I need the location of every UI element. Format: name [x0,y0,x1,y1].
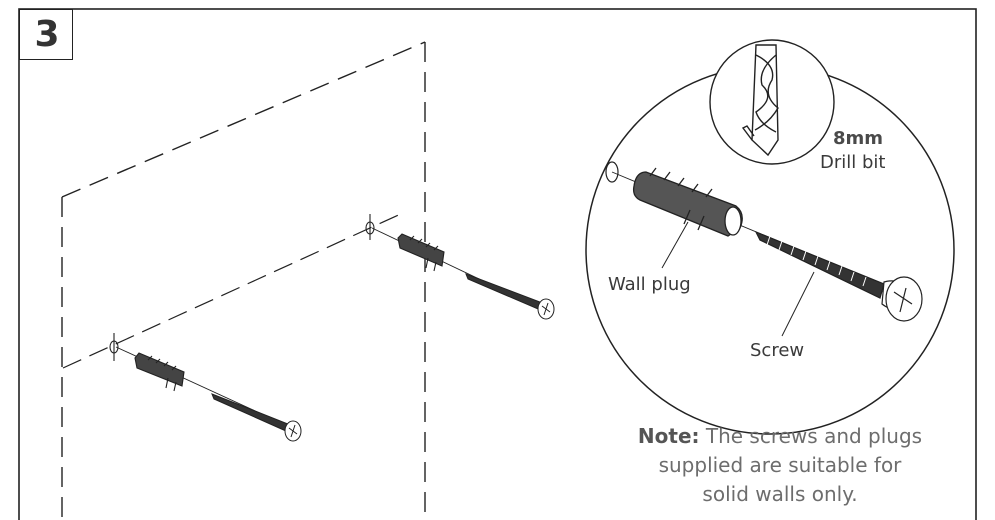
screw-leader [781,271,815,337]
drill-bit-icon [741,44,779,157]
panel-border [18,8,977,520]
drill-bit-label: Drill bit [820,152,886,173]
note-line-1: Note: The screws and plugs [590,422,970,451]
note-prefix: Note: [637,424,700,448]
wall-plug-label: Wall plug [608,274,691,295]
wall-plug-upper [397,233,445,272]
step-number-box: 3 [19,9,73,60]
screw-detail [754,230,923,322]
note-line-3: solid walls only. [702,482,858,506]
step-number: 3 [34,14,60,55]
note-line-2: supplied are suitable for [658,453,902,477]
wall-plug-detail [632,167,743,237]
level-line [62,211,406,369]
wall-plug-leader [661,221,689,269]
drill-hole-upper [365,214,375,240]
screw-label: Screw [750,340,805,361]
wall-plug-lower [134,352,185,392]
screw-upper [465,273,555,320]
drill-hole-lower [109,333,119,361]
wall-panel-outline [61,41,426,520]
screw-lower [211,393,302,442]
note-line-1-text: The screws and plugs [699,424,923,448]
note-text: Note: The screws and plugs supplied are … [590,422,970,509]
drill-size-label: 8mm [832,128,884,149]
